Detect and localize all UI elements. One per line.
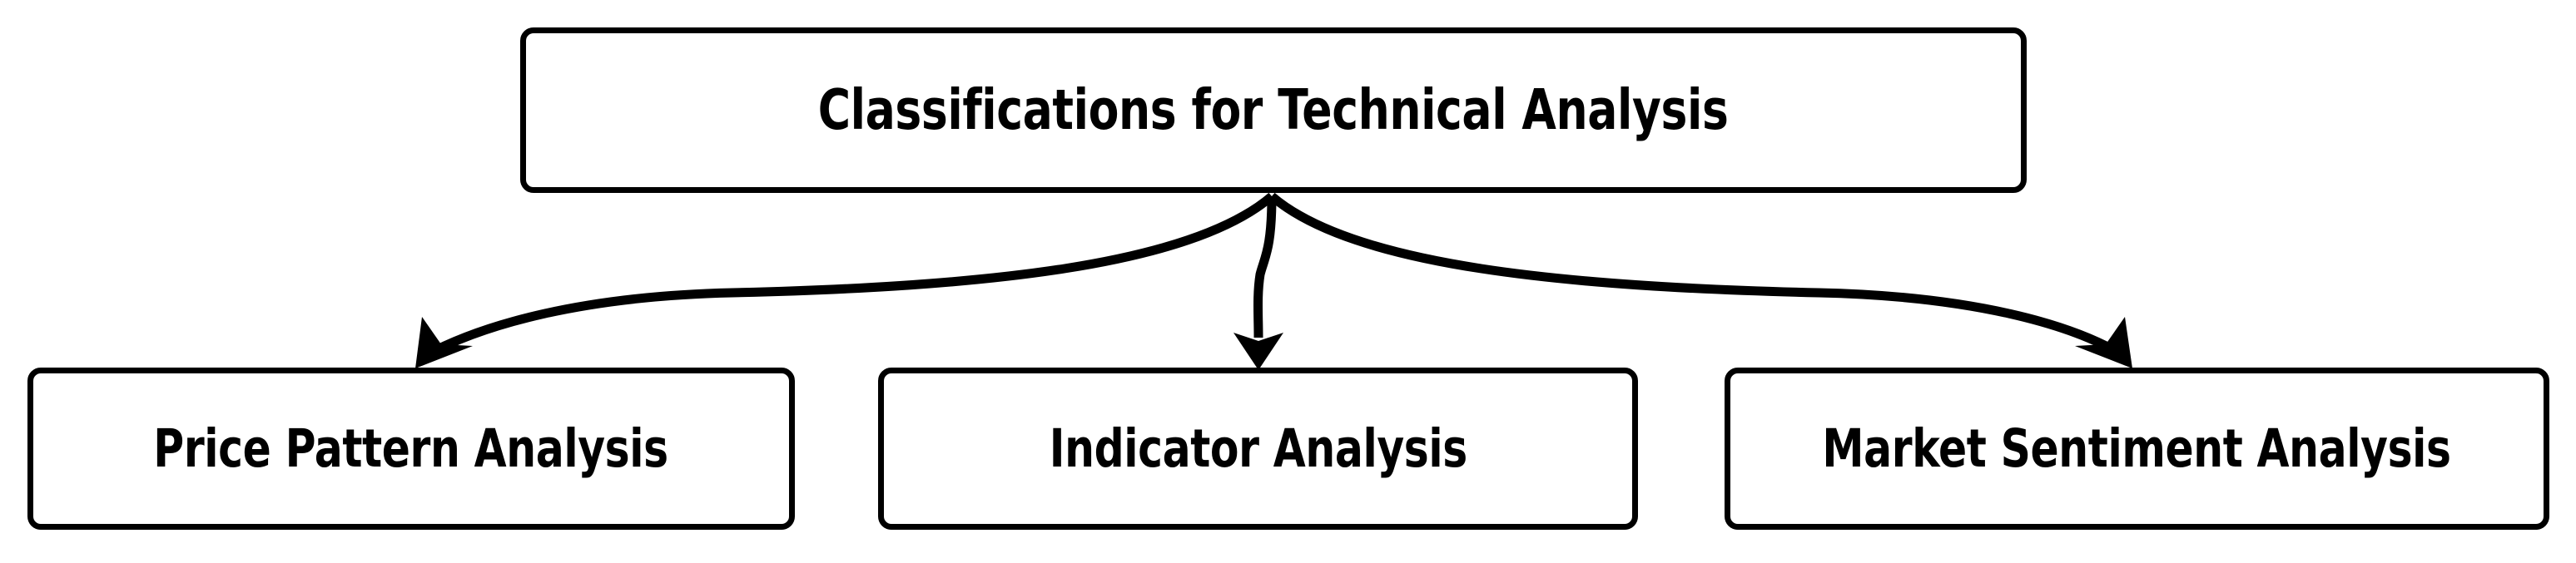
- arrowhead-price-pattern: [415, 317, 473, 368]
- edge-root-to-market-sentiment: [1268, 192, 2127, 360]
- arrowhead-market-sentiment: [2075, 317, 2132, 368]
- edge-root-to-indicator: [1253, 195, 1277, 338]
- node-root-label: Classifications for Technical Analysis: [818, 77, 1729, 142]
- node-price-pattern-label: Price Pattern Analysis: [153, 418, 669, 479]
- node-indicator-analysis[interactable]: Indicator Analysis: [878, 368, 1638, 530]
- edge-root-to-price-pattern: [422, 192, 1275, 360]
- node-classifications-for-technical-analysis[interactable]: Classifications for Technical Analysis: [520, 27, 2027, 193]
- arrowhead-indicator: [1233, 333, 1283, 370]
- node-market-sentiment-analysis[interactable]: Market Sentiment Analysis: [1725, 368, 2549, 530]
- node-indicator-label: Indicator Analysis: [1049, 418, 1467, 479]
- node-price-pattern-analysis[interactable]: Price Pattern Analysis: [27, 368, 795, 530]
- node-market-sentiment-label: Market Sentiment Analysis: [1822, 418, 2452, 479]
